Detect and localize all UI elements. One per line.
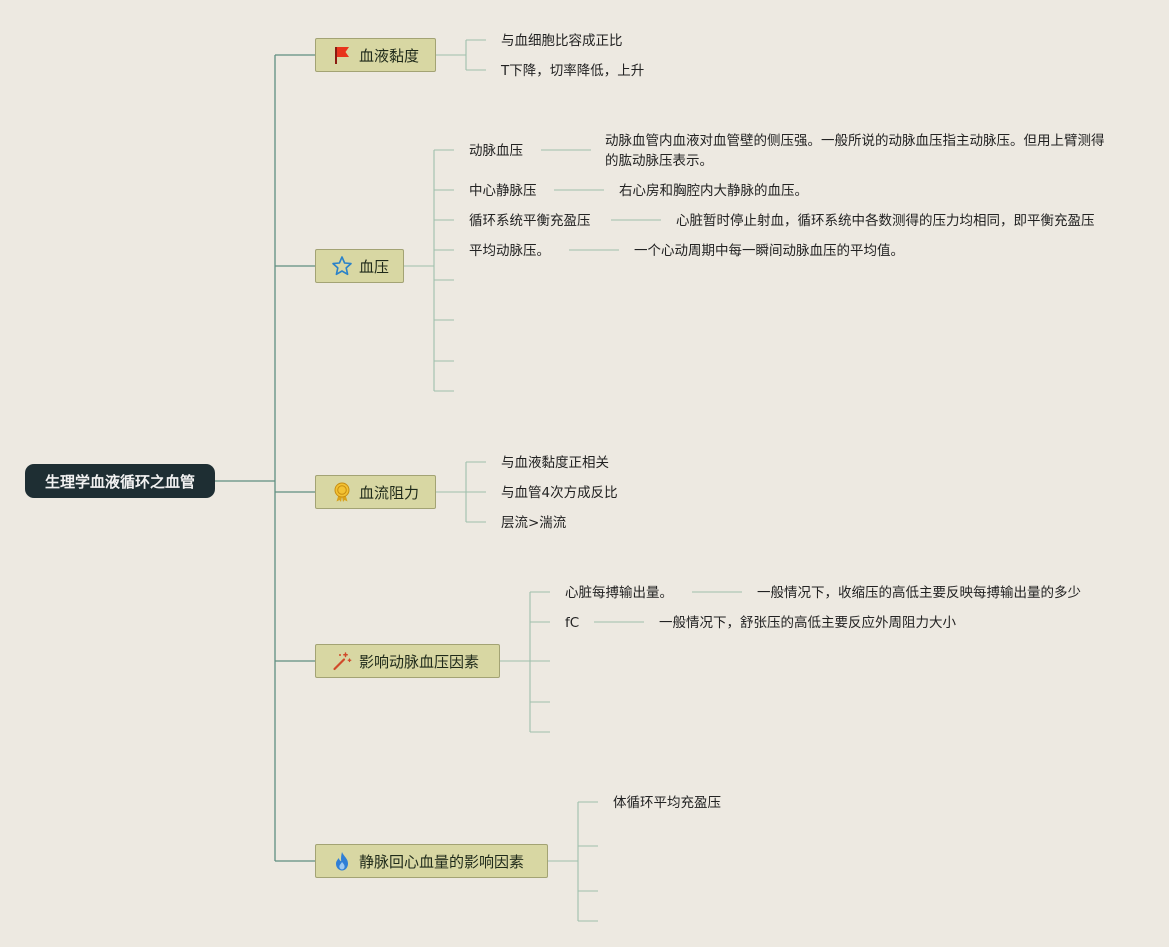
description-central-venous-pressure[interactable]: 右心房和胸腔内大静脉的血压。	[619, 183, 808, 199]
description-mean-arterial-pressure[interactable]: 一个心动周期中每一瞬间动脉血压的平均值。	[634, 243, 904, 259]
topic-arterial-pressure-factors[interactable]: 影响动脉血压因素	[315, 644, 500, 678]
magic-wand-icon	[333, 652, 352, 671]
subtopic-mean-filling-pressure[interactable]: 循环系统平衡充盈压	[469, 213, 591, 229]
subtopic-item[interactable]: 与血液黏度正相关	[501, 455, 609, 471]
red-flag-icon	[335, 47, 349, 64]
topic-label: 血流阻力	[359, 483, 420, 502]
topic-label: 血液黏度	[359, 46, 420, 65]
topic-blood-pressure[interactable]: 血压	[315, 249, 404, 283]
description-stroke-volume[interactable]: 一般情况下，收缩压的高低主要反映每搏输出量的多少	[757, 585, 1081, 601]
description-mean-filling-pressure[interactable]: 心脏暂时停止射血，循环系统中各数测得的压力均相同，即平衡充盈压	[676, 213, 1095, 229]
topic-label: 静脉回心血量的影响因素	[359, 852, 525, 871]
subtopic-arterial-pressure[interactable]: 动脉血压	[469, 143, 523, 159]
medal-icon	[334, 482, 350, 502]
description-fc[interactable]: 一般情况下，舒张压的高低主要反应外周阻力大小	[659, 615, 956, 631]
subtopic-mean-systemic-filling-pressure[interactable]: 体循环平均充盈压	[613, 795, 721, 811]
topic-label: 影响动脉血压因素	[359, 652, 480, 671]
subtopic-item[interactable]: 与血管4次方成反比	[501, 485, 618, 501]
topic-venous-return-factors[interactable]: 静脉回心血量的影响因素	[315, 844, 548, 878]
topic-blood-viscosity[interactable]: 血液黏度	[315, 38, 436, 72]
star-outline-icon	[332, 256, 352, 276]
subtopic-mean-arterial-pressure[interactable]: 平均动脉压。	[469, 243, 550, 259]
fire-icon	[336, 852, 348, 871]
subtopic-item[interactable]: 与血细胞比容成正比	[501, 33, 623, 49]
subtopic-item[interactable]: T下降，切率降低，上升	[501, 63, 645, 79]
topic-blood-flow-resistance[interactable]: 血流阻力	[315, 475, 436, 509]
subtopic-stroke-volume[interactable]: 心脏每搏输出量。	[565, 585, 673, 601]
subtopic-fc[interactable]: fC	[565, 615, 580, 631]
root-topic-label: 生理学血液循环之血管	[44, 472, 195, 491]
subtopic-item[interactable]: 层流>湍流	[501, 515, 567, 531]
topic-label: 血压	[359, 257, 390, 276]
root-topic[interactable]: 生理学血液循环之血管	[25, 464, 215, 498]
description-arterial-pressure[interactable]: 动脉血管内血液对血管壁的侧压强。一般所说的动脉血压指主动脉压。但用上臂测得的肱动…	[605, 133, 1105, 169]
subtopic-central-venous-pressure[interactable]: 中心静脉压	[469, 183, 537, 199]
